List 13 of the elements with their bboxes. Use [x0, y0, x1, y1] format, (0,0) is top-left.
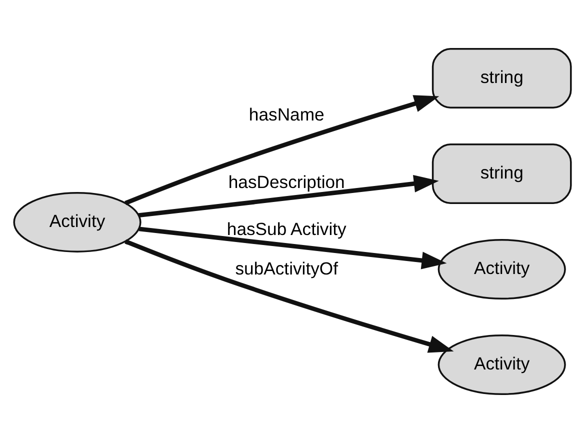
node-box: string [432, 48, 572, 108]
node-ellipse: Activity [13, 191, 142, 252]
edge-label: hasSub Activity [226, 218, 346, 238]
arrow [124, 238, 454, 352]
edge-label: hasName [248, 104, 324, 124]
node-ellipse: Activity [438, 238, 566, 300]
arrow [138, 226, 447, 269]
edge-label: subActivityOf [235, 258, 338, 278]
edge-label: hasDescription [228, 171, 345, 192]
node-ellipse: Activity [438, 334, 566, 394]
node-box: string [432, 142, 572, 204]
arrow [124, 94, 440, 205]
arrow [138, 174, 439, 218]
